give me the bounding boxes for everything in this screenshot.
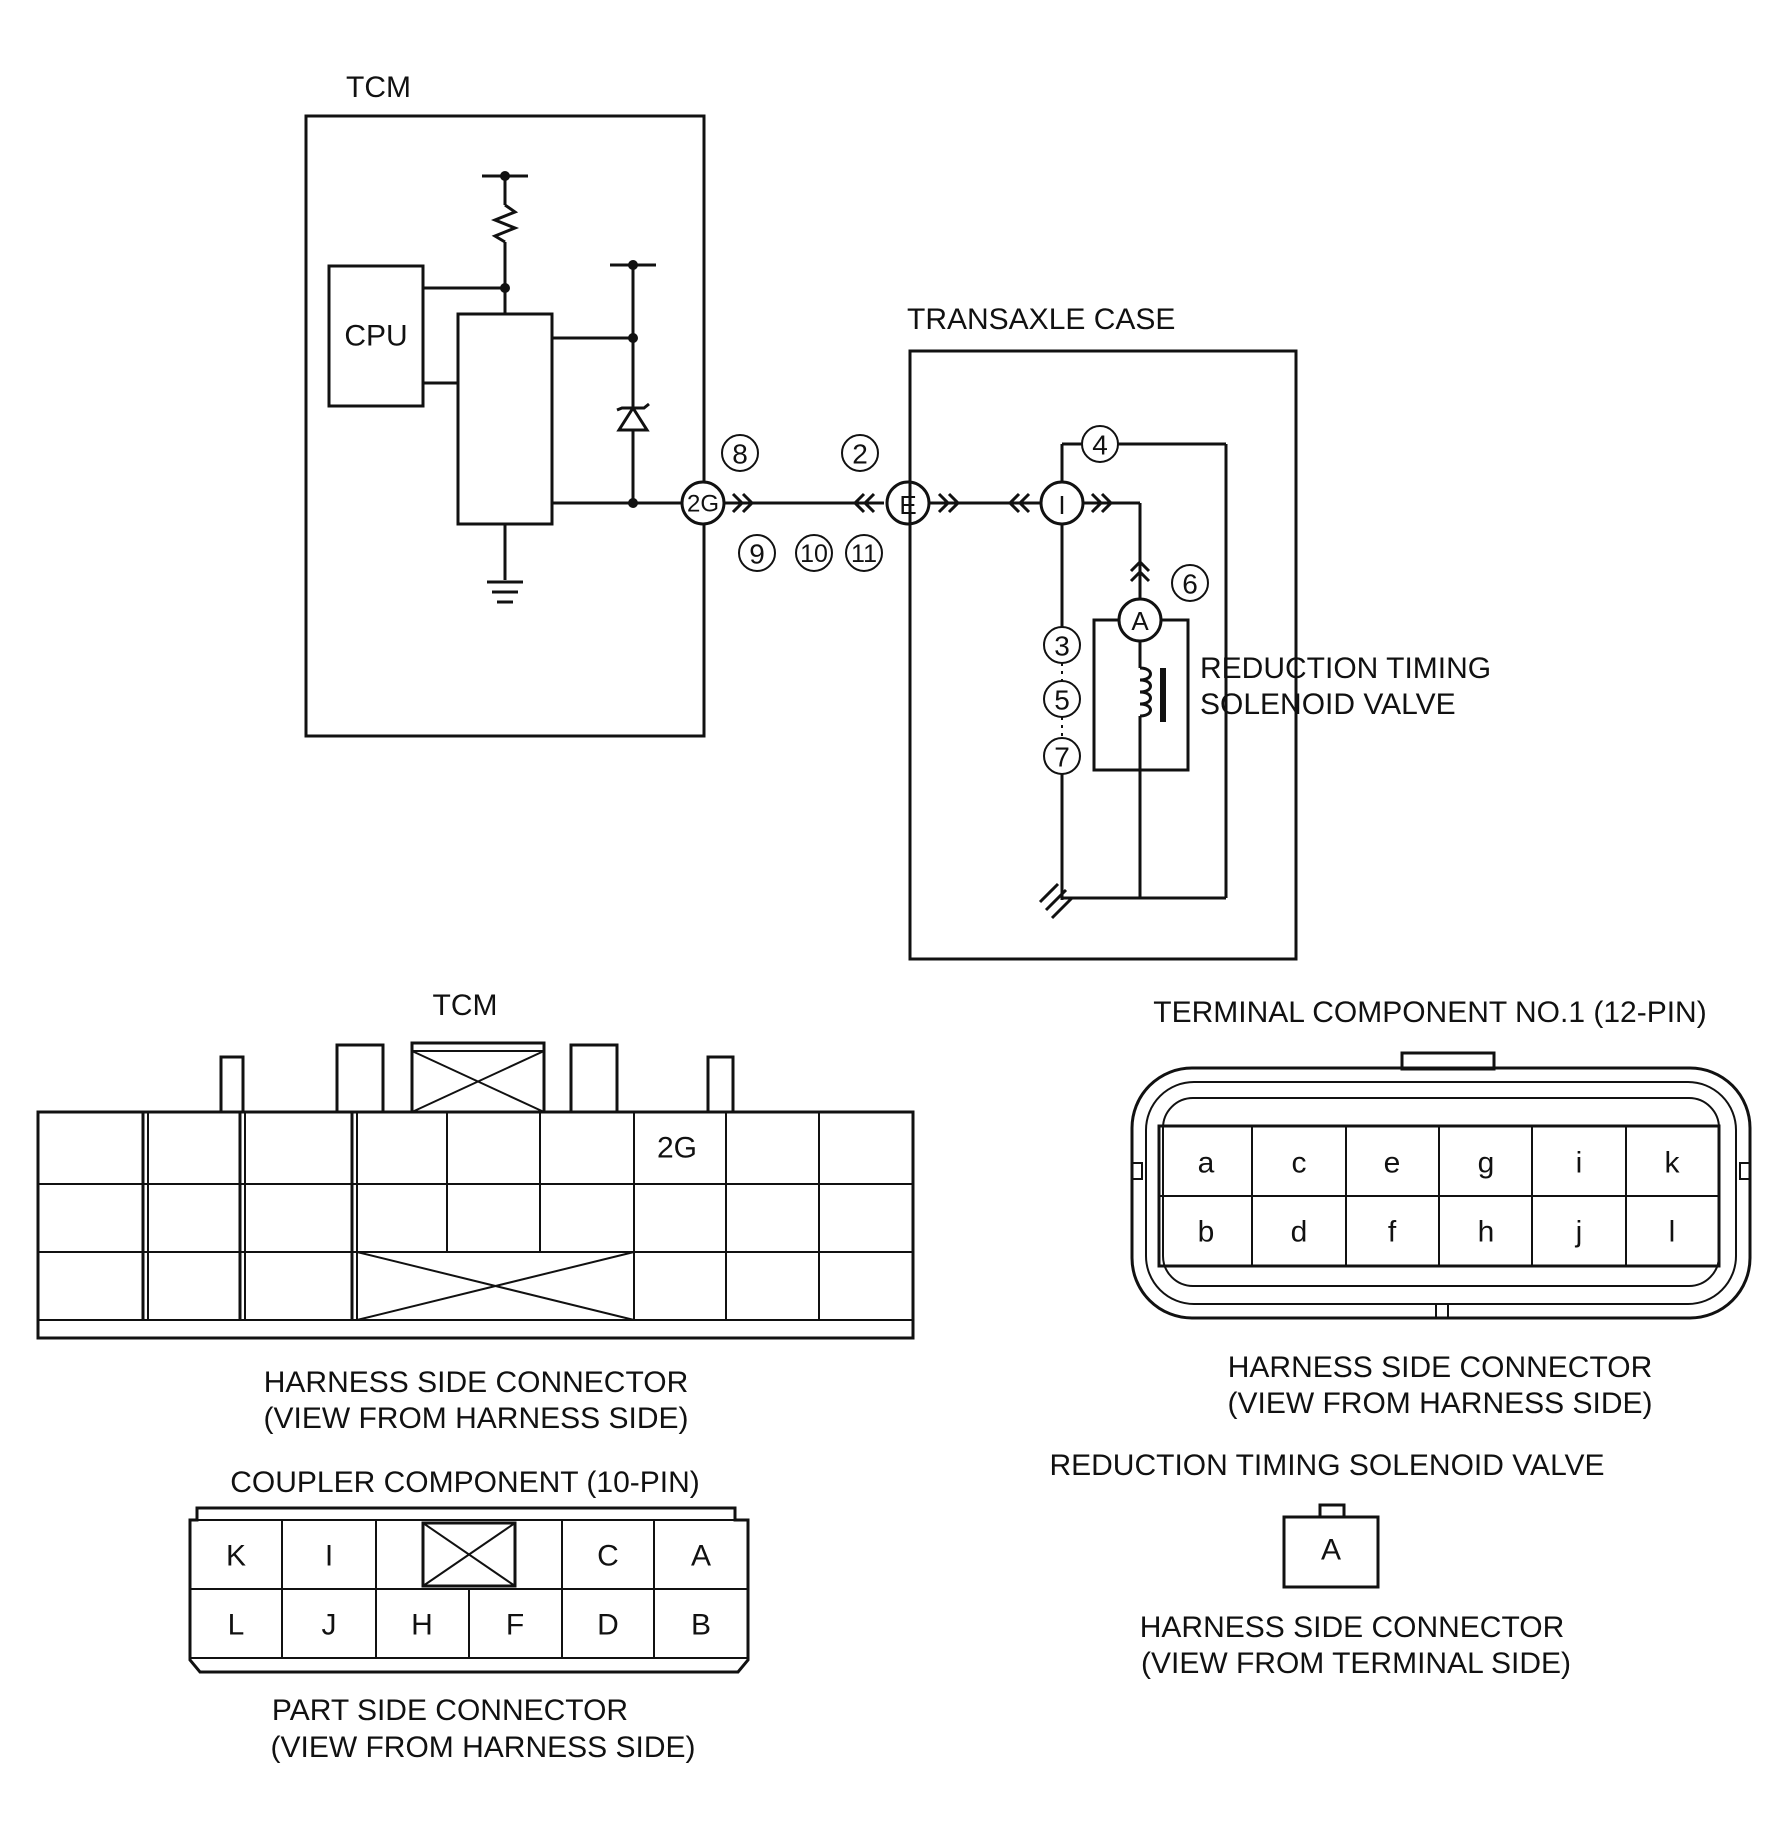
transaxle-title: TRANSAXLE CASE bbox=[907, 303, 1175, 336]
tcm-title: TCM bbox=[346, 71, 411, 104]
junction-i-label: I bbox=[1058, 490, 1065, 520]
step-number: 11 bbox=[851, 540, 877, 568]
coupler-pin: B bbox=[691, 1609, 711, 1642]
tcm-connector-caption-1: HARNESS SIDE CONNECTOR bbox=[264, 1366, 689, 1399]
solenoid-connector-caption-2: (VIEW FROM TERMINAL SIDE) bbox=[1141, 1647, 1571, 1680]
tcm-block: TCM CPU bbox=[304, 71, 706, 738]
coupler-connector-view: COUPLER COMPONENT (10-PIN) K I C A L J H… bbox=[188, 1466, 750, 1764]
pullup-resistor bbox=[423, 171, 528, 314]
coupler-pin: H bbox=[411, 1609, 433, 1642]
connector-2g-label: 2G bbox=[687, 491, 719, 518]
coupler-pin: F bbox=[506, 1609, 524, 1642]
chassis-ground-icon bbox=[1038, 872, 1074, 920]
zener-diode bbox=[552, 260, 656, 508]
solenoid-connector-body bbox=[1282, 1515, 1380, 1589]
terminal-pin: k bbox=[1665, 1147, 1681, 1180]
step-number: 6 bbox=[1182, 569, 1198, 600]
terminal-pin: b bbox=[1198, 1216, 1215, 1249]
coupler-pin: K bbox=[226, 1540, 246, 1573]
coupler-caption-2: (VIEW FROM HARNESS SIDE) bbox=[270, 1731, 695, 1764]
terminal-pin: g bbox=[1478, 1147, 1495, 1180]
coupler-pin: C bbox=[597, 1540, 619, 1573]
coupler-pin: A bbox=[691, 1540, 711, 1573]
terminal-pin: c bbox=[1292, 1147, 1307, 1180]
transaxle-case-block: TRANSAXLE CASE I A RE bbox=[907, 303, 1491, 961]
transaxle-box bbox=[908, 349, 1298, 961]
terminal-pin: a bbox=[1198, 1147, 1215, 1180]
step-number: 7 bbox=[1054, 742, 1070, 773]
step-markers: 8 9 10 11 2 4 6 3 5 7 bbox=[721, 425, 1209, 775]
driver-box bbox=[456, 312, 554, 526]
terminal-pin: e bbox=[1384, 1147, 1401, 1180]
coil-icon bbox=[1139, 666, 1152, 718]
step-number: 10 bbox=[800, 540, 828, 568]
terminal-caption-2: (VIEW FROM HARNESS SIDE) bbox=[1227, 1387, 1652, 1420]
solenoid-label-line2: SOLENOID VALVE bbox=[1200, 688, 1456, 721]
coupler-pin: J bbox=[322, 1609, 337, 1642]
terminal-component-title: TERMINAL COMPONENT NO.1 (12-PIN) bbox=[1153, 996, 1706, 1029]
cpu-label: CPU bbox=[344, 320, 407, 353]
coupler-blank-pin bbox=[421, 1521, 517, 1588]
coupler-title: COUPLER COMPONENT (10-PIN) bbox=[230, 1466, 700, 1499]
solenoid-connector-pin: A bbox=[1321, 1534, 1341, 1567]
coupler-caption-1: PART SIDE CONNECTOR bbox=[272, 1694, 628, 1727]
terminal-pin: d bbox=[1291, 1216, 1308, 1249]
coupler-pin: I bbox=[325, 1540, 333, 1573]
solenoid-connector-view: REDUCTION TIMING SOLENOID VALVE A HARNES… bbox=[1049, 1449, 1604, 1680]
terminal-pin: l bbox=[1669, 1216, 1676, 1249]
tcm-connector-title: TCM bbox=[433, 989, 498, 1022]
coupler-pin: L bbox=[228, 1609, 245, 1642]
solenoid-terminal-label: A bbox=[1131, 606, 1149, 636]
terminal-component-view: TERMINAL COMPONENT NO.1 (12-PIN) a c e g… bbox=[1130, 996, 1752, 1420]
tcm-connector-caption-2: (VIEW FROM HARNESS SIDE) bbox=[263, 1402, 688, 1435]
terminal-caption-1: HARNESS SIDE CONNECTOR bbox=[1228, 1351, 1653, 1384]
solenoid-connector-title: REDUCTION TIMING SOLENOID VALVE bbox=[1049, 1449, 1604, 1482]
tcm-connector-view: TCM 2G HARNESS SIDE CONNECTOR (VIEW FROM… bbox=[36, 989, 915, 1435]
tcm-box bbox=[304, 114, 706, 738]
tcm-pin-2g: 2G bbox=[657, 1132, 697, 1165]
terminal-pin: f bbox=[1388, 1216, 1397, 1249]
solenoid-label-line1: REDUCTION TIMING bbox=[1200, 652, 1491, 685]
step-number: 5 bbox=[1054, 685, 1070, 716]
coupler-pin: D bbox=[597, 1609, 619, 1642]
step-number: 4 bbox=[1092, 430, 1108, 461]
solenoid-valve: A bbox=[1092, 597, 1190, 898]
terminal-pin: h bbox=[1478, 1216, 1495, 1249]
ground-icon bbox=[487, 524, 523, 604]
junction-e-label: E bbox=[899, 490, 916, 520]
terminal-component-shell bbox=[1130, 1066, 1752, 1320]
terminal-pin: i bbox=[1576, 1147, 1583, 1180]
solenoid-connector-caption-1: HARNESS SIDE CONNECTOR bbox=[1140, 1611, 1565, 1644]
step-number: 2 bbox=[852, 439, 868, 470]
cpu-box bbox=[327, 264, 425, 408]
terminal-pin: j bbox=[1575, 1216, 1583, 1249]
tcm-connector-body bbox=[36, 1110, 915, 1340]
step-number: 8 bbox=[732, 439, 748, 470]
step-number: 3 bbox=[1054, 631, 1070, 662]
step-number: 9 bbox=[749, 539, 765, 570]
